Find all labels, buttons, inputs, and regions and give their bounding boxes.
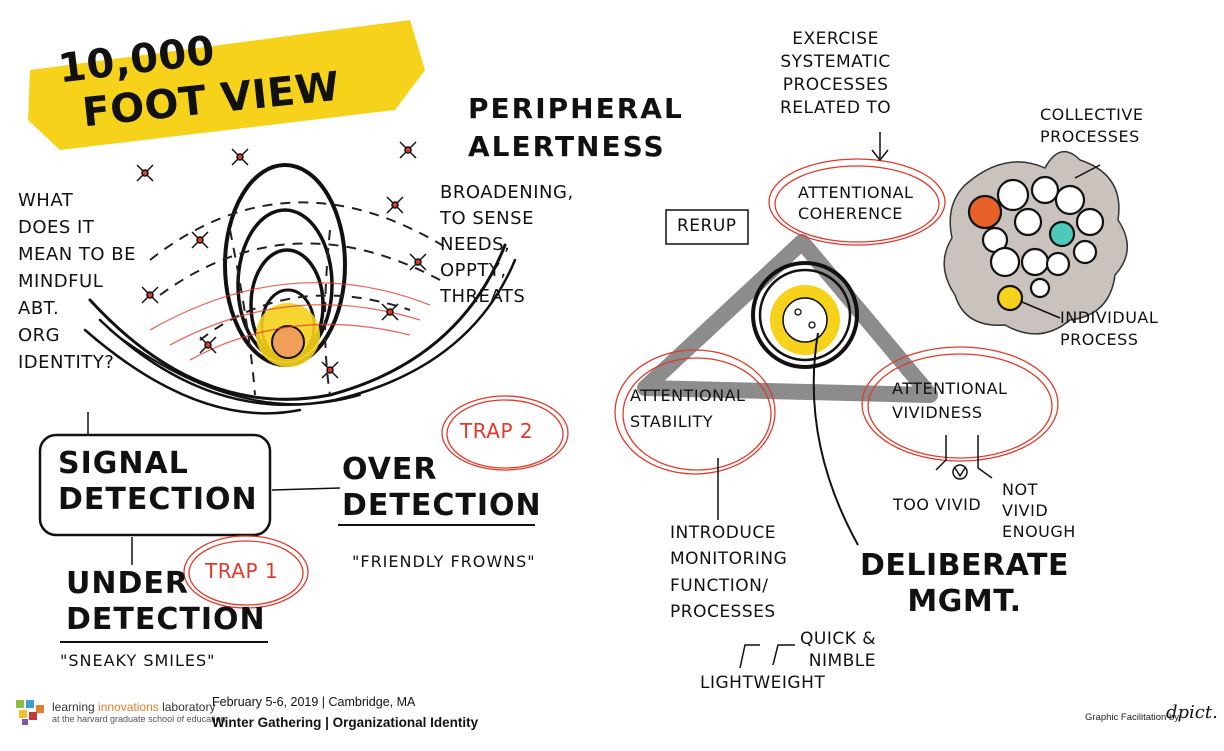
lil-subtitle: at the harvard graduate school of educat…: [52, 714, 226, 724]
introduce-monitoring-text: INTRODUCE MONITORING FUNCTION/ PROCESSES: [670, 523, 788, 623]
collective-bubbles: [967, 175, 1105, 312]
too-vivid-label: TOO VIVID: [893, 495, 982, 514]
lil-name: learning innovations laboratory: [52, 700, 216, 714]
center-eye: [751, 261, 859, 546]
sparkles: [136, 141, 427, 379]
lightweight-text: LIGHTWEIGHT: [700, 673, 826, 693]
peripheral-alertness: PERIPHERAL ALERTNESS: [468, 92, 684, 163]
dashed-arcs: [149, 201, 451, 396]
attentional-stability-label: ATTENTIONAL STABILITY: [630, 386, 746, 431]
footer: learning innovations laboratory at the h…: [0, 690, 1224, 751]
attentional-coherence-label: ATTENTIONAL COHERENCE: [798, 183, 914, 223]
deliberate-mgmt-label: DELIBERATE MGMT.: [860, 548, 1069, 619]
attentional-vividness-label: ATTENTIONAL VIVIDNESS: [892, 379, 1008, 422]
event-date: February 5-6, 2019 | Cambridge, MA: [212, 695, 416, 709]
over-detection-label: OVER DETECTION: [342, 452, 542, 523]
under-detection-label: UNDER DETECTION: [66, 566, 266, 637]
mindful-question: WHAT DOES IT MEAN TO BE MINDFUL ABT. oRG…: [18, 190, 137, 373]
right-connectors: [717, 435, 993, 669]
signal-detection-label: SIGNAL DETECTION: [58, 446, 258, 517]
rerup-box: [665, 209, 749, 245]
trap1-label: TRAP 1: [205, 559, 279, 583]
event-title: Winter Gathering | Organizational Identi…: [212, 715, 479, 730]
signal-over-connector: [271, 487, 341, 491]
not-vivid-enough-label: NOT VIVID ENOUGH: [1002, 480, 1076, 541]
signal-detection-box: [38, 433, 272, 537]
collective-processes-label: COLLECTIVE PROCESSES: [1040, 105, 1144, 146]
attention-triangle: [637, 234, 938, 403]
lil-logo-icon: [16, 700, 44, 725]
sneaky-smiles-quote: "SNEAKY SMILES": [60, 651, 216, 670]
quick-nimble-text: QUICK & NIMBLE: [800, 629, 877, 672]
trap2-label: TRAP 2: [460, 419, 534, 443]
broadening-text: BROADENING, TO SENSE NEEDS, OPPTY, THREA…: [440, 182, 574, 308]
facilitation-credit: Graphic Facilitation by: [1085, 712, 1179, 723]
friendly-frowns-quote: "FRIENDLY FROWNS": [352, 552, 536, 571]
exercise-arrow: [871, 132, 889, 162]
dpict-logo: dpict.: [1166, 702, 1218, 723]
title-highlight: [28, 20, 425, 150]
exercise-text: EXERCISE SYSTEMATIC PROCESSES RELATED TO: [780, 29, 892, 118]
individual-process-label: INDIVIDUAL PROCESS: [1060, 308, 1159, 349]
rerup-label: RERUP: [677, 216, 737, 236]
trap-circles: [183, 395, 569, 609]
red-ovals-right: [614, 158, 1059, 475]
cluster-labels-lines: [1021, 164, 1101, 319]
